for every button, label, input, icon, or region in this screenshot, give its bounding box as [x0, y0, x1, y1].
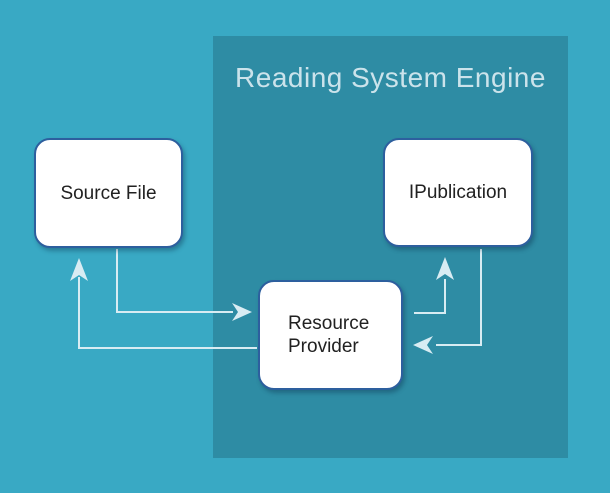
node-source-file-label: Source File: [60, 182, 157, 204]
node-source-file: Source File: [34, 138, 183, 248]
node-resource-provider-label-line2: Provider: [288, 336, 359, 357]
node-ipublication: IPublication: [383, 138, 533, 247]
arrowhead-up-icon: [70, 258, 88, 281]
panel-title: Reading System Engine: [235, 62, 546, 93]
node-resource-provider: Resource Provider: [258, 280, 403, 390]
node-resource-provider-label-line1: Resource: [288, 313, 370, 334]
node-ipublication-label: IPublication: [408, 182, 508, 203]
reading-system-engine-container: Reading System Engine: [213, 36, 568, 458]
